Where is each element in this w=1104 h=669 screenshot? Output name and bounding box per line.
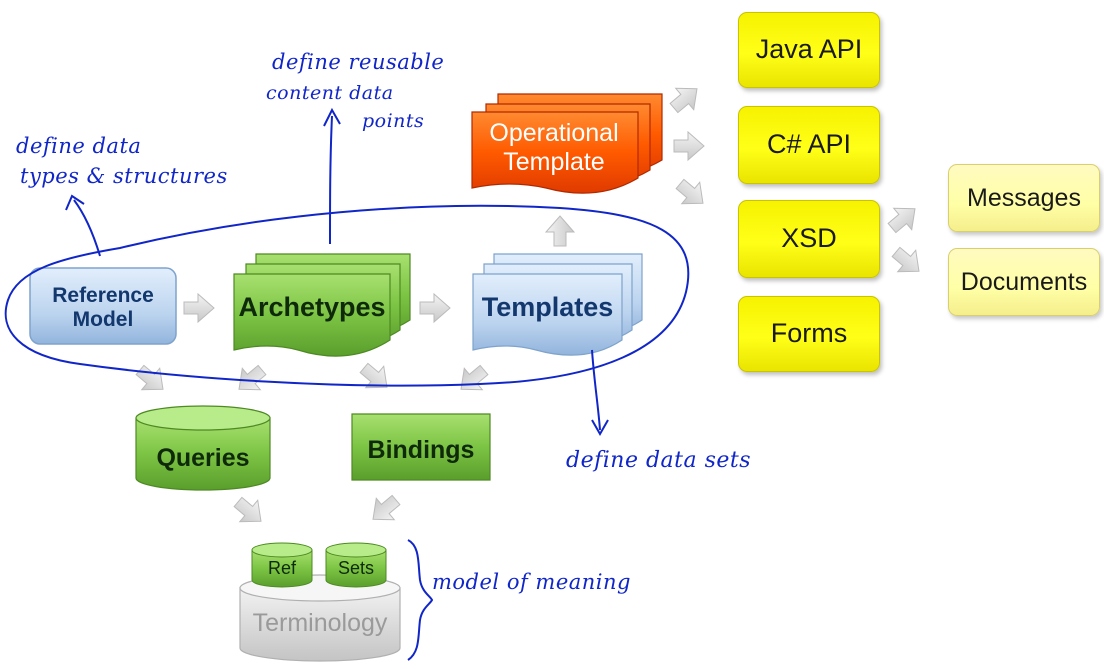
xsd-box: XSD (738, 200, 880, 278)
reference-model-label: Reference Model (52, 283, 154, 331)
pointer-reusable (323, 107, 341, 245)
operational-template-shape (471, 93, 663, 194)
arrow-bindings-to-terminology (363, 488, 406, 531)
ref-label: Ref (267, 557, 296, 578)
reference-model-box (29, 267, 177, 345)
arrow-rm-to-archetypes (183, 293, 215, 323)
arrow-op-to-xsd (670, 172, 713, 215)
arrow-templates-to-operational (545, 215, 575, 247)
sets-label-wrap: Sets (326, 556, 386, 580)
arrow-op-to-java (664, 77, 707, 120)
templates-label-wrap: Templates (473, 280, 622, 336)
reference-model-label-wrap: Reference Model (38, 274, 168, 342)
handdrawn-enclosure (4, 204, 690, 387)
xsd-label: XSD (781, 223, 837, 254)
annotation-define-data-1: define data (16, 134, 142, 158)
arrow-op-to-csharp (673, 131, 705, 161)
documents-label: Documents (960, 267, 1088, 296)
arrow-queries-to-terminology (228, 490, 271, 533)
pointer-data-sets (591, 349, 609, 437)
arrow-rm-to-queries (130, 358, 173, 401)
documents-box: Documents (948, 248, 1100, 316)
operational-template-label: Operational Template (489, 119, 619, 176)
csharp-api-label: C# API (766, 129, 852, 160)
annotation-define-data-sets: define data sets (566, 448, 752, 473)
bindings-label: Bindings (367, 435, 475, 464)
arrow-xsd-to-documents (886, 240, 929, 283)
messages-label: Messages (967, 183, 1081, 212)
arrow-templates-to-bindings (451, 358, 494, 401)
annotation-model-of-meaning: model of meaning (432, 570, 631, 594)
archetypes-shape (233, 253, 411, 357)
ref-label-wrap: Ref (252, 556, 312, 580)
brace-model-of-meaning (407, 539, 434, 661)
annotation-define-data-2: types & structures (20, 164, 228, 188)
arrow-archetypes-to-bindings (354, 356, 397, 399)
java-api-box: Java API (738, 12, 880, 88)
annotation-reusable-3: points (362, 110, 425, 132)
bindings-label-wrap: Bindings (352, 428, 490, 472)
arrow-archetypes-to-templates (419, 293, 451, 323)
archetypes-label-wrap: Archetypes (234, 280, 390, 336)
sets-label: Sets (337, 557, 375, 578)
terminology-label-wrap: Terminology (240, 604, 400, 642)
sets-cylinder (325, 542, 387, 588)
bindings-box (351, 413, 491, 481)
terminology-label: Terminology (252, 608, 388, 637)
ref-cylinder (251, 542, 313, 588)
annotation-reusable-2: content data (266, 82, 394, 104)
arrow-xsd-to-messages (882, 197, 925, 240)
templates-label: Templates (481, 292, 614, 323)
annotation-reusable-1: define reusable (272, 50, 445, 74)
java-api-label: Java API (755, 34, 863, 65)
operational-template-label-wrap: Operational Template (474, 112, 634, 184)
queries-cylinder (135, 405, 271, 491)
queries-label: Queries (156, 443, 250, 472)
csharp-api-box: C# API (738, 106, 880, 184)
archetypes-label: Archetypes (238, 292, 386, 323)
queries-label-wrap: Queries (136, 436, 270, 480)
messages-box: Messages (948, 164, 1100, 232)
templates-shape (472, 253, 643, 356)
forms-label: Forms (770, 318, 848, 349)
pointer-data-types (65, 194, 101, 257)
forms-box: Forms (738, 296, 880, 372)
